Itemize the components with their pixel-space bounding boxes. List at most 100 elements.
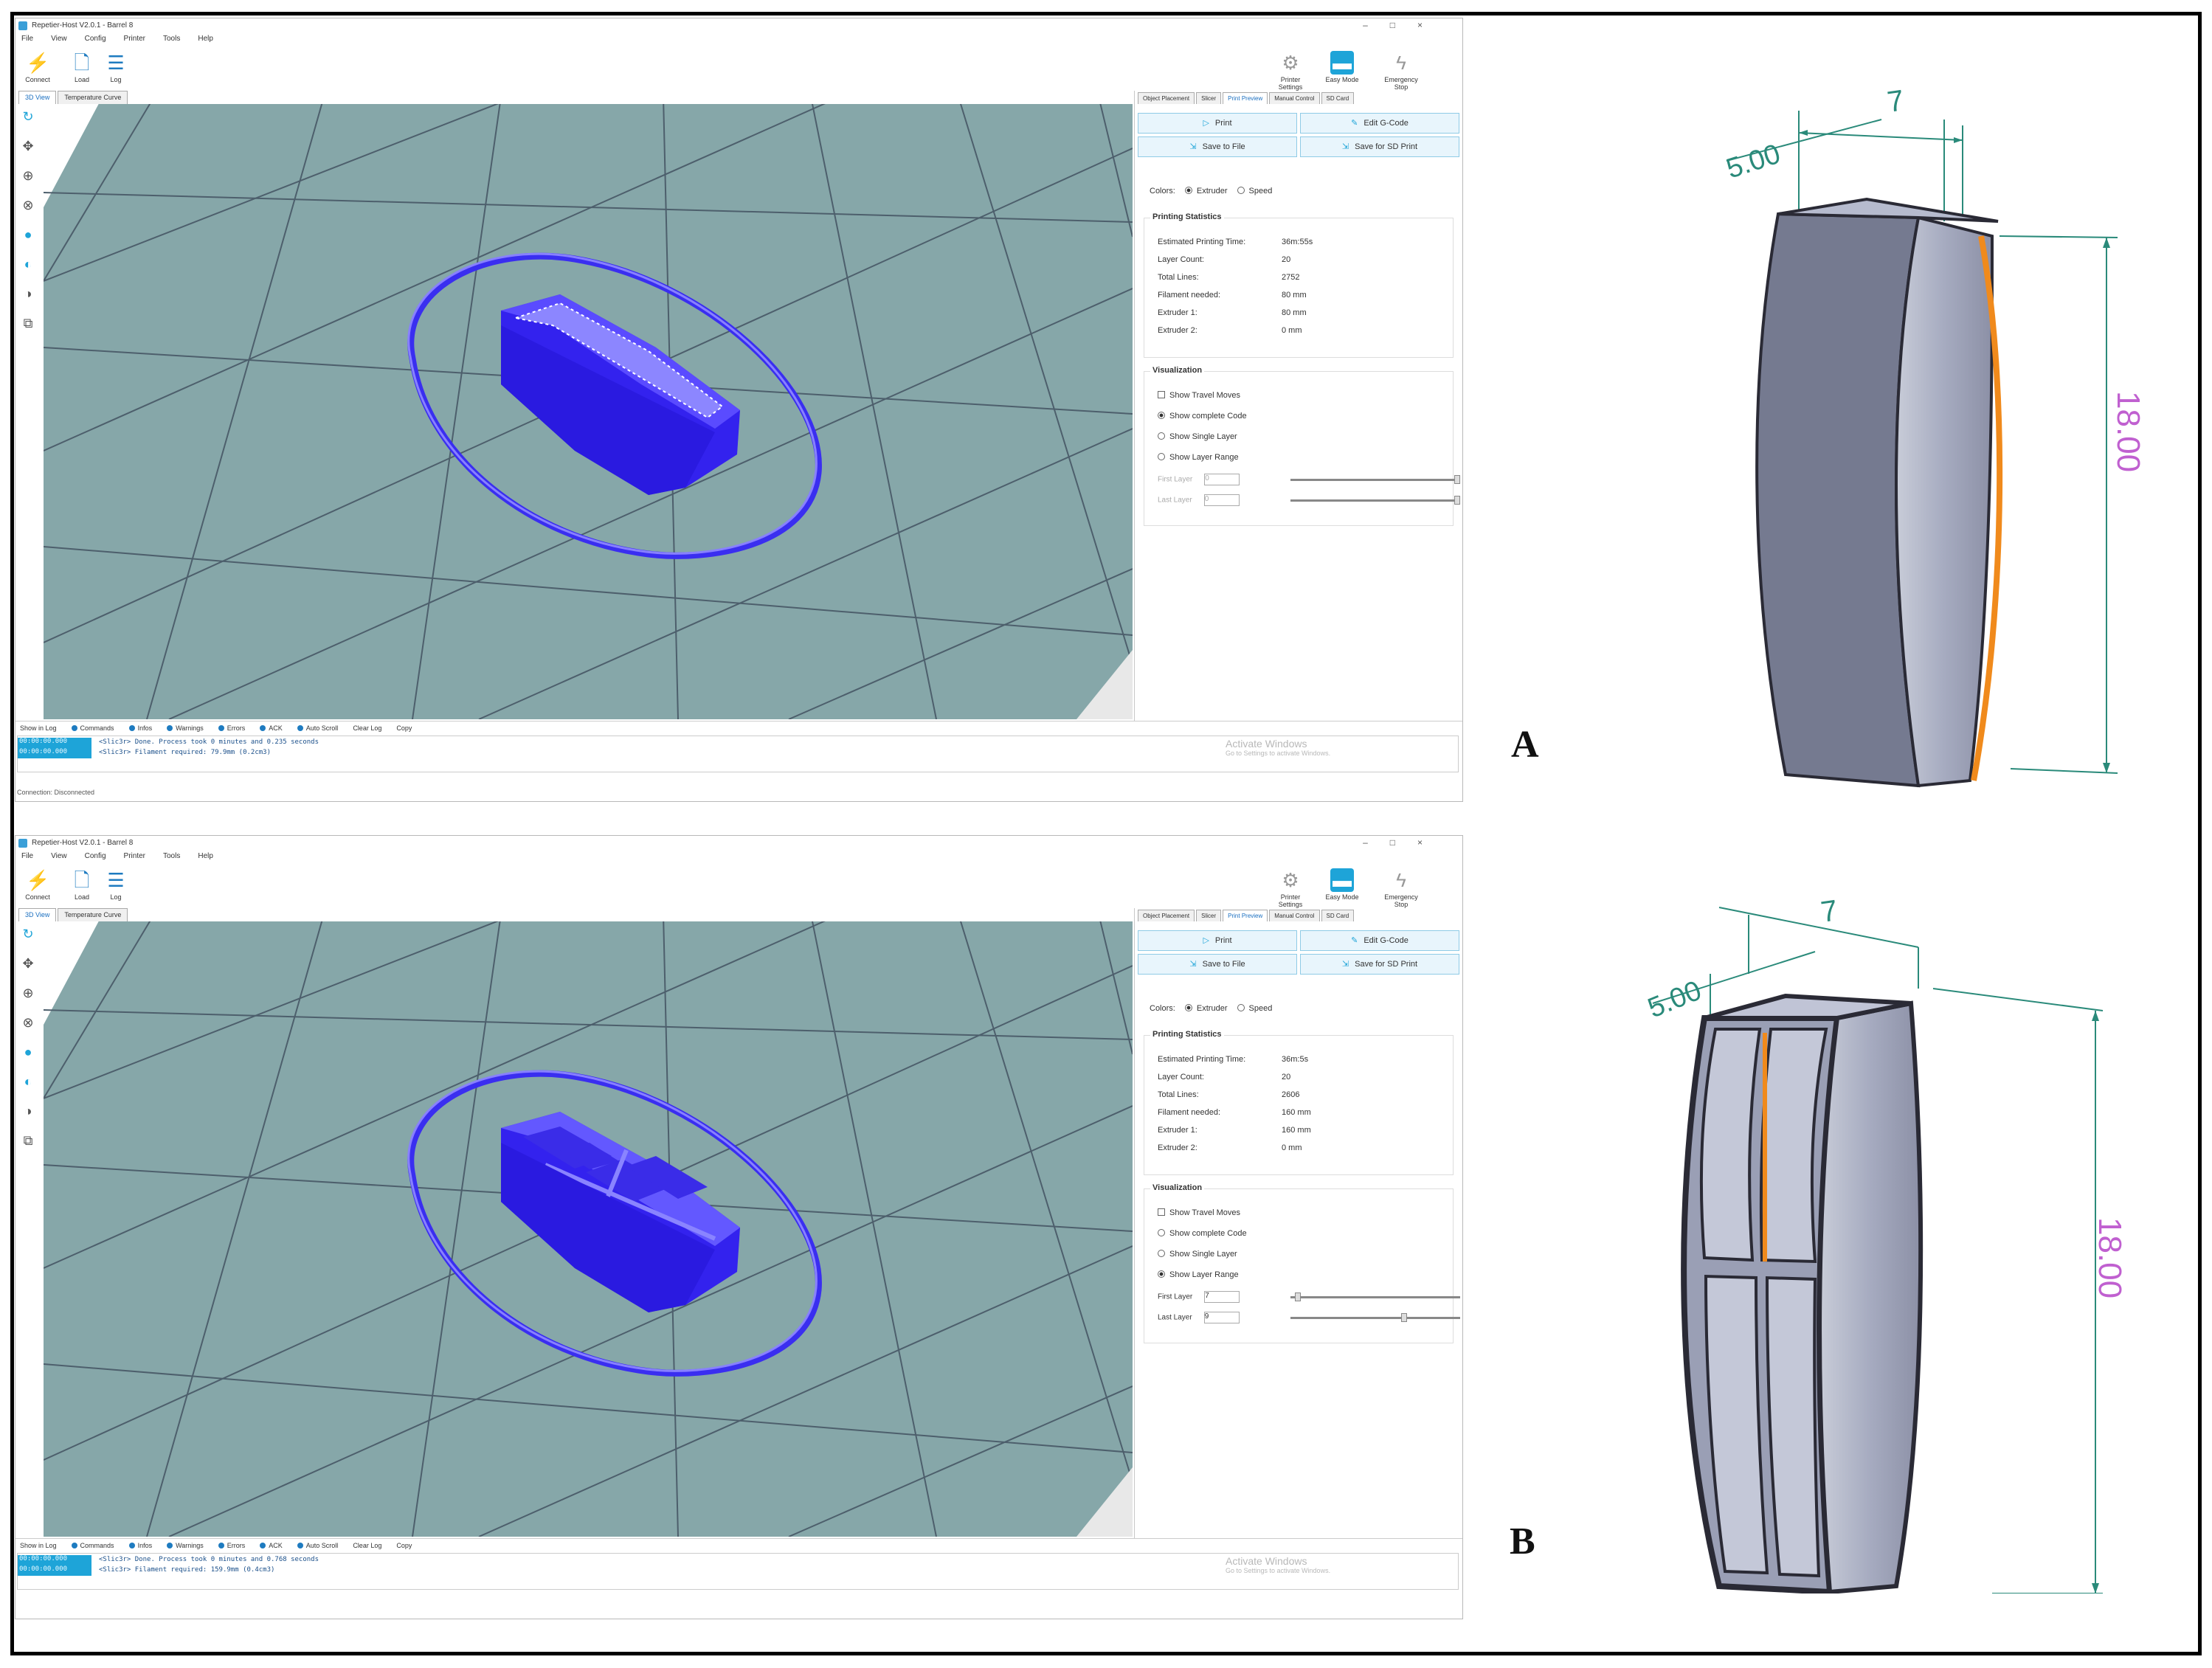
3d-viewport[interactable] — [44, 921, 1133, 1537]
menu-help[interactable]: Help — [198, 852, 213, 860]
menu-tools[interactable]: Tools — [162, 852, 181, 860]
tab-slicer[interactable]: Slicer — [1196, 910, 1222, 921]
load-button[interactable]: 🗋Load — [61, 48, 103, 89]
speed-radio[interactable] — [1237, 187, 1245, 194]
save-sd-button[interactable]: ⇲Save for SD Print — [1300, 954, 1459, 975]
top-view-icon[interactable]: ◐ — [24, 1074, 32, 1089]
tab-slicer[interactable]: Slicer — [1196, 92, 1222, 104]
show-complete-code[interactable]: Show complete Code — [1158, 412, 1247, 421]
tab-object-placement[interactable]: Object Placement — [1138, 910, 1195, 921]
show-single-layer[interactable]: Show Single Layer — [1158, 1250, 1237, 1259]
extruder-radio[interactable] — [1184, 1004, 1192, 1011]
copy-log-button[interactable]: Copy — [396, 724, 412, 732]
log-commands-toggle[interactable]: Commands — [71, 724, 114, 733]
clear-log-button[interactable]: Clear Log — [353, 724, 382, 732]
menu-view[interactable]: View — [51, 852, 67, 860]
menu-file[interactable]: File — [21, 35, 34, 43]
menu-printer[interactable]: Printer — [123, 35, 145, 43]
tab-temperature-curve[interactable]: Temperature Curve — [58, 91, 128, 104]
first-layer-spinner[interactable]: 7 — [1204, 1291, 1240, 1303]
log-autoscroll-toggle[interactable]: Auto Scroll — [297, 1542, 338, 1550]
menu-view[interactable]: View — [51, 35, 67, 43]
log-warnings-toggle[interactable]: Warnings — [167, 724, 204, 733]
show-travel-moves[interactable]: Show Travel Moves — [1158, 391, 1240, 400]
print-button[interactable]: ▷Print — [1138, 930, 1297, 951]
tab-print-preview[interactable]: Print Preview — [1223, 910, 1268, 921]
log-infos-toggle[interactable]: Infos — [128, 724, 152, 733]
fit-icon[interactable]: ⊗ — [22, 1015, 34, 1030]
tab-temperature-curve[interactable]: Temperature Curve — [58, 908, 128, 921]
printer-settings-button[interactable]: ⚙Printer Settings — [1278, 869, 1303, 908]
printer-settings-button[interactable]: ⚙Printer Settings — [1278, 52, 1303, 91]
front-view-icon[interactable]: ● — [24, 1045, 32, 1059]
top-view-icon[interactable]: ◐ — [24, 257, 32, 271]
move-icon[interactable]: ✥ — [22, 139, 34, 153]
menu-file[interactable]: File — [21, 852, 34, 860]
last-layer-slider[interactable] — [1290, 1313, 1460, 1322]
last-layer-spinner[interactable]: 9 — [1203, 1312, 1240, 1323]
window-controls[interactable]: –□× — [1363, 20, 1445, 30]
zoom-icon[interactable]: ⊕ — [22, 168, 34, 183]
show-travel-moves[interactable]: Show Travel Moves — [1158, 1208, 1240, 1217]
last-layer-slider[interactable] — [1290, 496, 1460, 505]
3d-viewport[interactable] — [44, 104, 1133, 719]
zoom-icon[interactable]: ⊕ — [22, 986, 34, 1000]
connect-button[interactable]: ⚡Connect — [25, 869, 50, 901]
log-autoscroll-toggle[interactable]: Auto Scroll — [297, 724, 338, 733]
last-layer-spinner[interactable]: 0 — [1203, 494, 1240, 506]
connect-button[interactable]: ⚡Connect — [25, 52, 50, 83]
tab-3d-view[interactable]: 3D View — [18, 91, 57, 104]
save-to-file-button[interactable]: ⇲Save to File — [1138, 954, 1297, 975]
tab-3d-view[interactable]: 3D View — [18, 908, 57, 921]
tab-sd-card[interactable]: SD Card — [1321, 910, 1355, 921]
clear-log-button[interactable]: Clear Log — [353, 1542, 382, 1549]
log-ack-toggle[interactable]: ACK — [260, 1542, 283, 1550]
first-layer-spinner[interactable]: 0 — [1204, 474, 1240, 485]
rotate-icon[interactable]: ↻ — [22, 927, 34, 941]
log-output[interactable]: 00:00:00.000<Slic3r> Done. Process took … — [17, 1553, 1459, 1590]
log-ack-toggle[interactable]: ACK — [260, 724, 283, 733]
side-view-icon[interactable]: ◑ — [24, 1104, 32, 1118]
log-commands-toggle[interactable]: Commands — [71, 1542, 114, 1550]
copy-log-button[interactable]: Copy — [396, 1542, 412, 1549]
show-layer-range[interactable]: Show Layer Range — [1158, 1270, 1239, 1279]
log-infos-toggle[interactable]: Infos — [128, 1542, 152, 1550]
tab-object-placement[interactable]: Object Placement — [1138, 92, 1195, 104]
fit-icon[interactable]: ⊗ — [22, 198, 34, 212]
first-layer-slider[interactable] — [1290, 1292, 1460, 1301]
iso-view-icon[interactable]: ⧉ — [23, 316, 33, 331]
window-controls[interactable]: –□× — [1363, 837, 1445, 848]
front-view-icon[interactable]: ● — [24, 227, 32, 242]
load-button[interactable]: 🗋Load — [61, 865, 103, 907]
iso-view-icon[interactable]: ⧉ — [23, 1133, 33, 1148]
extruder-radio[interactable] — [1184, 187, 1192, 194]
tab-manual-control[interactable]: Manual Control — [1269, 910, 1320, 921]
show-complete-code[interactable]: Show complete Code — [1158, 1229, 1247, 1238]
easy-mode-button[interactable]: ▬Easy Mode — [1325, 868, 1359, 901]
save-sd-button[interactable]: ⇲Save for SD Print — [1300, 136, 1459, 157]
log-output[interactable]: 00:00:00.000<Slic3r> Done. Process took … — [17, 736, 1459, 772]
edit-gcode-button[interactable]: ✎Edit G-Code — [1300, 113, 1459, 134]
tab-print-preview[interactable]: Print Preview — [1223, 92, 1268, 104]
menu-printer[interactable]: Printer — [123, 852, 145, 860]
log-warnings-toggle[interactable]: Warnings — [167, 1542, 204, 1550]
tab-sd-card[interactable]: SD Card — [1321, 92, 1355, 104]
menu-help[interactable]: Help — [198, 35, 213, 43]
easy-mode-button[interactable]: ▬Easy Mode — [1325, 51, 1359, 83]
checkbox[interactable] — [1158, 391, 1165, 398]
show-layer-range[interactable]: Show Layer Range — [1158, 453, 1239, 462]
side-view-icon[interactable]: ◑ — [24, 286, 32, 301]
menu-config[interactable]: Config — [84, 852, 106, 860]
edit-gcode-button[interactable]: ✎Edit G-Code — [1300, 930, 1459, 951]
log-errors-toggle[interactable]: Errors — [218, 1542, 245, 1550]
menu-config[interactable]: Config — [84, 35, 106, 43]
rotate-icon[interactable]: ↻ — [22, 109, 34, 124]
log-button[interactable]: ☰Log — [95, 865, 136, 907]
menu-tools[interactable]: Tools — [162, 35, 181, 43]
checkbox[interactable] — [1158, 1208, 1165, 1216]
tab-manual-control[interactable]: Manual Control — [1269, 92, 1320, 104]
first-layer-slider[interactable] — [1290, 475, 1460, 484]
log-button[interactable]: ☰Log — [95, 48, 136, 89]
